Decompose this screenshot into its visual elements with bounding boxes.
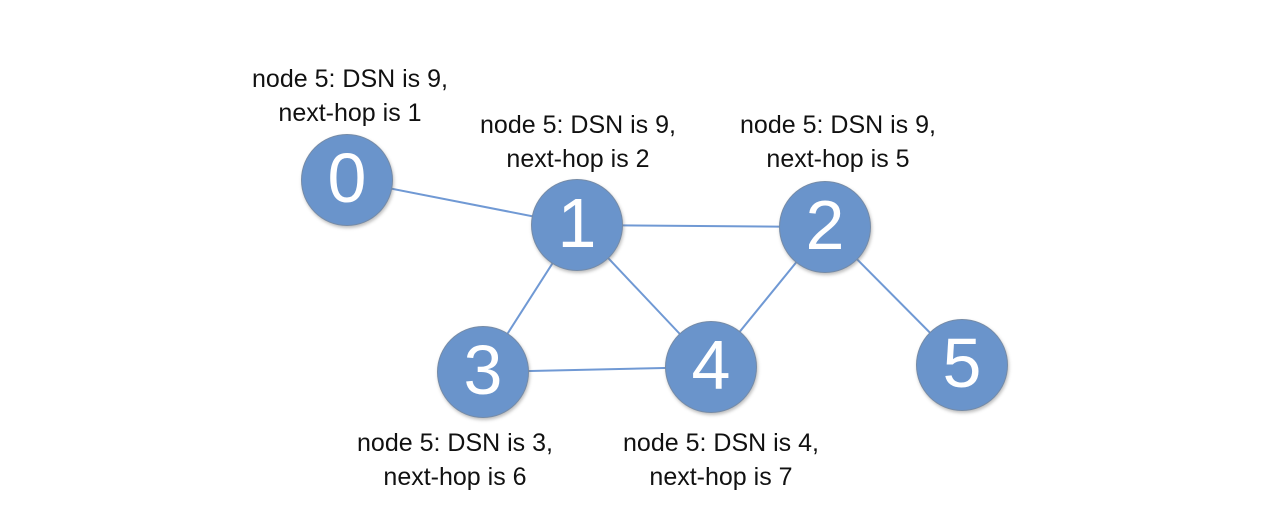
node-3: 3 [437,326,529,418]
node-1: 1 [531,179,623,271]
node-4: 4 [665,321,757,413]
node-5-label: 5 [942,324,982,402]
node-0-annotation: node 5: DSN is 9, next-hop is 1 [252,62,448,130]
node-0: 0 [301,134,393,226]
annotation-line: next-hop is 7 [649,463,793,491]
node-0-label: 0 [327,139,367,217]
annotation-line: next-hop is 5 [766,145,910,173]
annotation-line: node 5: DSN is 3, [357,429,553,457]
node-1-annotation: node 5: DSN is 9, next-hop is 2 [480,108,676,176]
annotation-line: node 5: DSN is 9, [480,111,676,139]
node-1-label: 1 [557,184,597,262]
node-3-annotation: node 5: DSN is 3, next-hop is 6 [357,426,553,494]
node-4-annotation: node 5: DSN is 4, next-hop is 7 [623,426,819,494]
annotation-line: node 5: DSN is 9, [252,65,448,93]
node-5: 5 [916,319,1008,411]
node-3-label: 3 [463,331,503,409]
annotation-line: next-hop is 6 [383,463,527,491]
annotation-line: node 5: DSN is 4, [623,429,819,457]
node-2-label: 2 [805,186,845,264]
node-4-label: 4 [691,326,731,404]
annotation-line: node 5: DSN is 9, [740,111,936,139]
annotation-line: next-hop is 2 [506,145,650,173]
node-2: 2 [779,181,871,273]
node-2-annotation: node 5: DSN is 9, next-hop is 5 [740,108,936,176]
annotation-line: next-hop is 1 [278,99,422,127]
